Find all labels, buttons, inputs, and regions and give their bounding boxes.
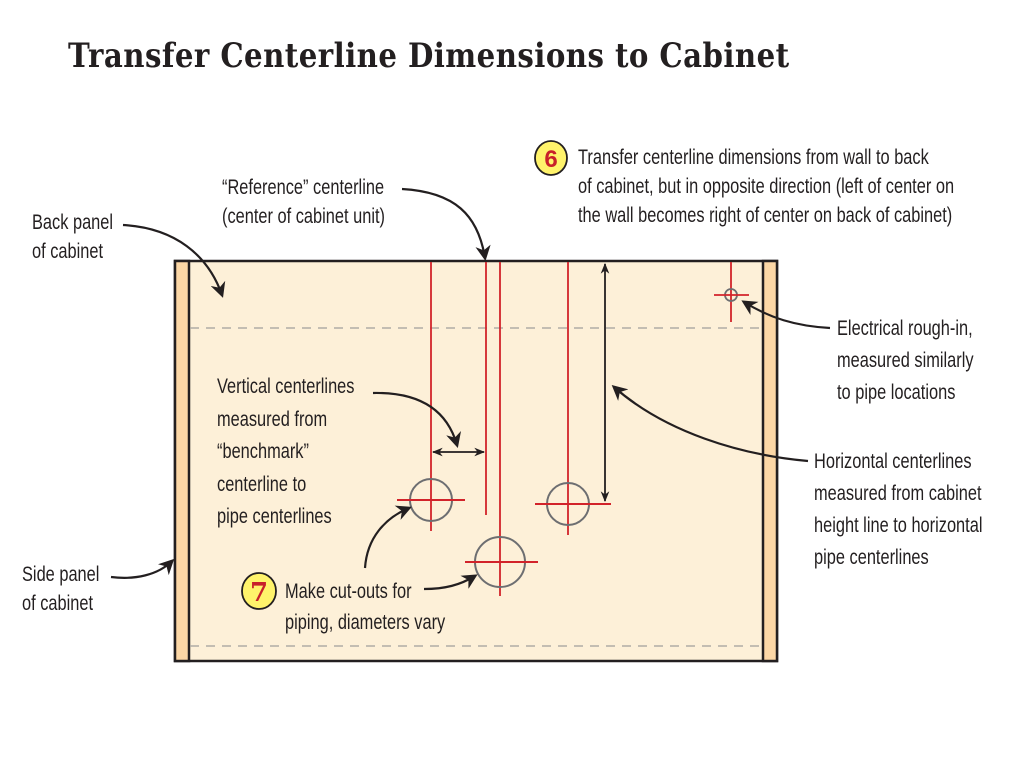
label-line: measured from cabinet bbox=[814, 482, 982, 505]
reference-centerline-label: “Reference” centerline (center of cabine… bbox=[222, 173, 385, 231]
electrical-leader bbox=[741, 300, 831, 330]
label-line: Side panel bbox=[22, 563, 100, 586]
back-panel-label: Back panel of cabinet bbox=[32, 208, 113, 266]
step6-line: the wall becomes right of center on back… bbox=[578, 204, 953, 227]
label-line: “benchmark” bbox=[217, 440, 309, 463]
step6-text: Transfer centerline dimensions from wall… bbox=[578, 143, 954, 230]
label-line: Vertical centerlines bbox=[217, 375, 355, 398]
diagram-title: Transfer Centerline Dimensions to Cabine… bbox=[68, 36, 790, 76]
side-panel-leader bbox=[110, 558, 175, 579]
side-panel-right bbox=[761, 259, 779, 663]
step6-line: of cabinet, but in opposite direction (l… bbox=[578, 175, 955, 198]
label-line: measured from bbox=[217, 407, 328, 431]
vertical-centerlines-label: Vertical centerlines measured from “benc… bbox=[217, 371, 354, 534]
label-line: Electrical rough-in, bbox=[837, 317, 973, 340]
label-line: pipe centerlines bbox=[217, 505, 332, 528]
label-line: of cabinet bbox=[22, 592, 94, 615]
label-line: of cabinet bbox=[32, 240, 104, 263]
label-line: Horizontal centerlines bbox=[814, 450, 972, 473]
label-line: (center of cabinet unit) bbox=[222, 205, 385, 228]
label-line: “Reference” centerline bbox=[222, 176, 385, 199]
step7-leader-left bbox=[363, 505, 412, 569]
vertical-centerlines-leader bbox=[372, 391, 462, 448]
label-line: to pipe locations bbox=[837, 381, 956, 404]
electrical-label: Electrical rough-in, measured similarly … bbox=[837, 313, 974, 409]
step6-number: 6 bbox=[544, 146, 557, 173]
label-line: height line to horizontal bbox=[814, 514, 983, 537]
step7-leader-right bbox=[423, 574, 478, 591]
horizontal-centerlines-label: Horizontal centerlines measured from cab… bbox=[814, 446, 982, 574]
step7-line: piping, diameters vary bbox=[285, 611, 446, 634]
reference-centerline-leader bbox=[401, 187, 491, 262]
horizontal-centerlines-leader bbox=[611, 384, 809, 463]
side-panel-label: Side panel of cabinet bbox=[22, 560, 99, 618]
label-line: centerline to bbox=[217, 472, 307, 496]
step7-number: 7 bbox=[250, 578, 268, 608]
back-panel-leader bbox=[122, 223, 226, 298]
step7-line: Make cut-outs for bbox=[285, 580, 412, 603]
label-line: measured similarly bbox=[837, 349, 974, 372]
step6-badge: 6 bbox=[534, 140, 568, 176]
label-line: Back panel bbox=[32, 211, 114, 234]
label-line: pipe centerlines bbox=[814, 546, 929, 569]
step7-text: Make cut-outs for piping, diameters vary bbox=[285, 576, 445, 638]
side-panel-left bbox=[173, 259, 191, 663]
step7-badge: 7 bbox=[241, 572, 277, 610]
step6-line: Transfer centerline dimensions from wall… bbox=[578, 146, 929, 169]
